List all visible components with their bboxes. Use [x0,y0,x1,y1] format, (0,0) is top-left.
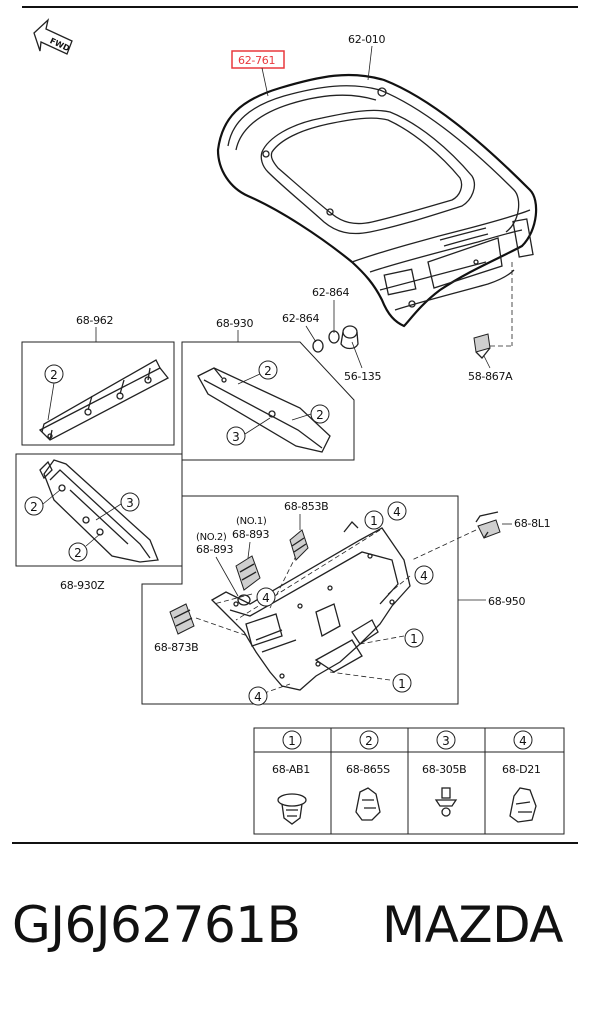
plug-icon [340,325,359,350]
ref-3-b: 3 [126,496,134,510]
ref-1-a: 1 [370,514,378,528]
ref-2-d: 2 [30,500,38,514]
legend-part-1: 68-AB1 [272,763,310,776]
callout-56-135: 56-135 [344,370,381,383]
grommet-icon-2 [312,339,324,353]
liftgate-trim-icon [210,521,411,691]
legend-num-2: 2 [365,734,373,748]
ref-4-a: 4 [393,505,401,519]
callout-68-893-no2: 68-893 [196,543,233,556]
legend-part-3: 68-305B [422,763,466,776]
grommet-icon [328,330,340,344]
caption: GJ6J62761B MAZDA [0,896,600,976]
callout-68-893-no1: 68-893 [232,528,269,541]
brand-caption: MAZDA [382,896,563,954]
legend-part-4: 68-D21 [502,763,541,776]
callout-62-864-a: 62-864 [312,286,349,299]
clip-icon-68-893-no1 [235,555,261,591]
liftgate-assembly-icon [216,73,538,328]
callout-68-930: 68-930 [216,317,253,330]
legend-num-4: 4 [519,734,527,748]
trim-clip-icon [509,787,537,823]
ref-2-c: 2 [316,408,324,422]
fastener-legend-table: 1 2 3 4 68-AB1 68-865S 68-305B 68-D21 [253,727,565,835]
legend-num-3: 3 [442,734,450,748]
fwd-arrow-icon: FWD [33,18,73,55]
highlight-box [231,50,285,69]
bracket-icon-68-8L1 [475,511,501,539]
ref-2-e: 2 [74,546,82,560]
callout-68-930Z: 68-930Z [60,579,105,592]
box-68-950 [141,495,459,705]
garnish-panel-icon [197,367,331,453]
bumper-stop-icon [473,333,491,359]
ref-2-a: 2 [50,368,58,382]
push-clip-icon [277,793,307,825]
callout-68-950: 68-950 [488,595,525,608]
ref-1-c: 1 [398,677,406,691]
callout-58-867A: 58-867A [468,370,513,383]
callout-no1: (NO.1) [236,516,267,527]
clip-icon-68-873B [169,603,195,635]
callout-62-864-b: 62-864 [282,312,319,325]
legend-part-2: 68-865S [346,763,390,776]
clip-icon-68-853B [289,529,309,561]
ref-4-c: 4 [420,569,428,583]
ref-3-a: 3 [232,430,240,444]
retainer-clip-icon [355,787,381,821]
ref-4-b: 4 [262,591,270,605]
ref-2-b: 2 [264,364,272,378]
callout-62-761: 62-761 [238,54,275,67]
trim-panel-icon [38,359,169,441]
ref-4-d: 4 [254,690,262,704]
part-number-caption: GJ6J62761B [12,896,301,954]
legend-num-1: 1 [288,734,296,748]
stud-clip-icon [434,787,458,817]
box-68-930 [181,341,355,461]
ref-1-b: 1 [410,632,418,646]
callout-68-962: 68-962 [76,314,113,327]
callout-68-8L1: 68-8L1 [514,517,550,530]
callout-68-853B: 68-853B [284,500,328,513]
box-68-962 [21,341,175,446]
callout-68-873B: 68-873B [154,641,198,654]
callout-62-010: 62-010 [348,33,385,46]
side-trim-icon [39,459,159,563]
callout-no2: (NO.2) [196,532,227,543]
